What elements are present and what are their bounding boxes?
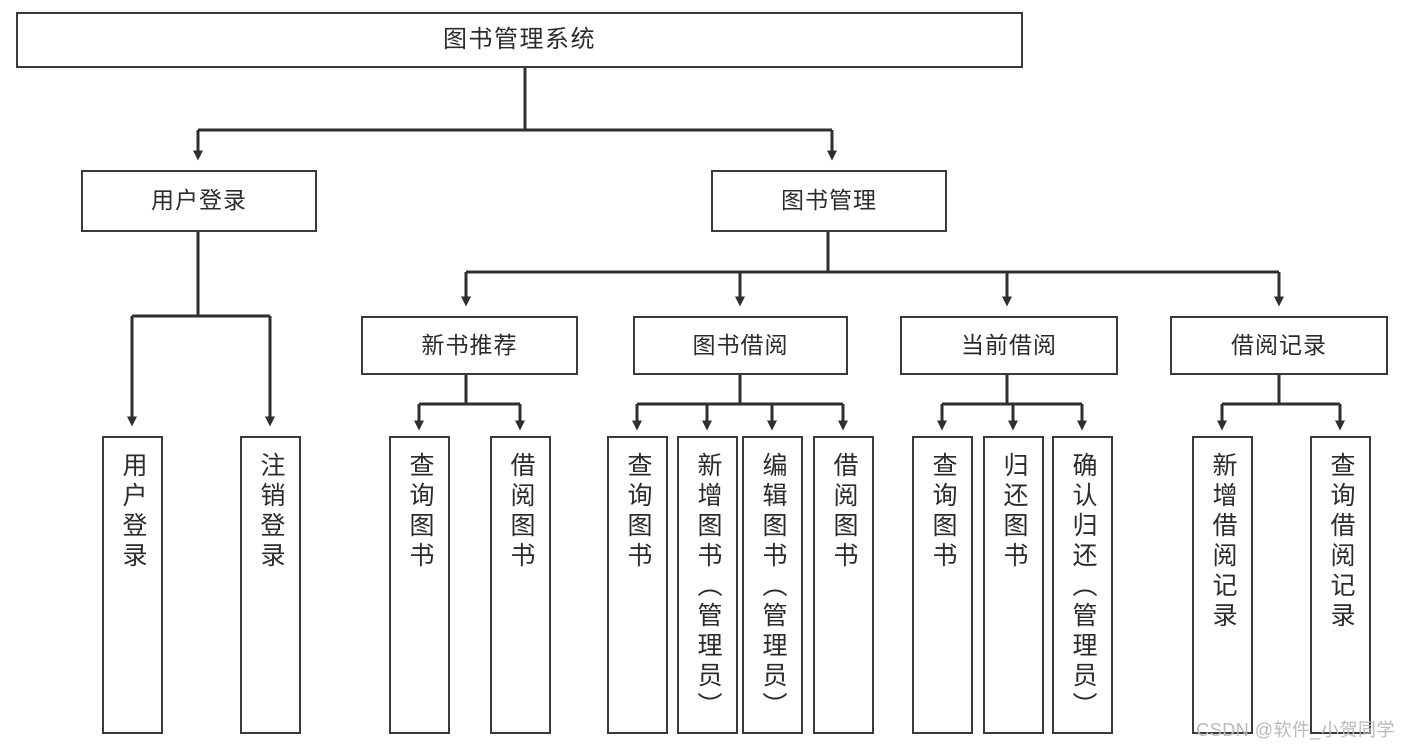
node-label: 查询借阅记录 <box>1327 452 1355 632</box>
node-label: 新书推荐 <box>421 331 518 358</box>
leaf-user-login-logout[interactable]: 注销登录 <box>240 436 301 734</box>
node-label: 注销登录 <box>257 452 285 572</box>
node-label: 编辑图书（管理员） <box>759 452 787 722</box>
leaf-user-login-login[interactable]: 用户登录 <box>102 436 163 734</box>
node-label: 图书借阅 <box>692 331 789 358</box>
node-label: 借阅图书 <box>507 452 535 572</box>
node-label: 查询图书 <box>406 452 434 572</box>
leaf-new-book-query-book[interactable]: 查询图书 <box>389 436 450 734</box>
node-user-login[interactable]: 用户登录 <box>81 170 317 232</box>
node-label: 用户登录 <box>151 187 247 214</box>
node-label: 查询图书 <box>624 452 652 572</box>
node-book-management[interactable]: 图书管理 <box>711 170 947 232</box>
watermark: CSDN @软件_小贺同学 <box>1196 720 1395 740</box>
node-label: 借阅图书 <box>830 452 858 572</box>
node-label: 当前借阅 <box>961 331 1057 358</box>
node-new-book-recommendation[interactable]: 新书推荐 <box>361 316 578 375</box>
node-root-book-management-system[interactable]: 图书管理系统 <box>16 12 1023 68</box>
leaf-current-borrow-query-book[interactable]: 查询图书 <box>912 436 973 734</box>
node-label: 图书管理系统 <box>443 25 596 53</box>
leaf-borrow-record-add-record[interactable]: 新增借阅记录 <box>1192 436 1253 734</box>
node-label: 新增图书（管理员） <box>694 452 722 722</box>
leaf-current-borrow-confirm-return-admin[interactable]: 确认归还（管理员） <box>1052 436 1113 734</box>
leaf-current-borrow-return-book[interactable]: 归还图书 <box>983 436 1044 734</box>
node-borrowing-records[interactable]: 借阅记录 <box>1170 316 1388 375</box>
leaf-book-borrow-borrow-book[interactable]: 借阅图书 <box>813 436 874 734</box>
node-current-borrowing[interactable]: 当前借阅 <box>900 316 1118 375</box>
node-label: 用户登录 <box>119 452 147 572</box>
leaf-book-borrow-query-book[interactable]: 查询图书 <box>607 436 668 734</box>
leaf-new-book-borrow-book[interactable]: 借阅图书 <box>490 436 551 734</box>
node-label: 确认归还（管理员） <box>1069 452 1097 722</box>
node-label: 归还图书 <box>1000 452 1028 572</box>
leaf-book-borrow-add-book-admin[interactable]: 新增图书（管理员） <box>677 436 738 734</box>
node-label: 图书管理 <box>781 187 877 214</box>
node-label: 查询图书 <box>929 452 957 572</box>
leaf-borrow-record-query-record[interactable]: 查询借阅记录 <box>1310 436 1371 734</box>
node-book-borrowing[interactable]: 图书借阅 <box>633 316 848 375</box>
node-label: 借阅记录 <box>1231 331 1327 358</box>
leaf-book-borrow-edit-book-admin[interactable]: 编辑图书（管理员） <box>742 436 803 734</box>
node-label: 新增借阅记录 <box>1209 452 1237 632</box>
